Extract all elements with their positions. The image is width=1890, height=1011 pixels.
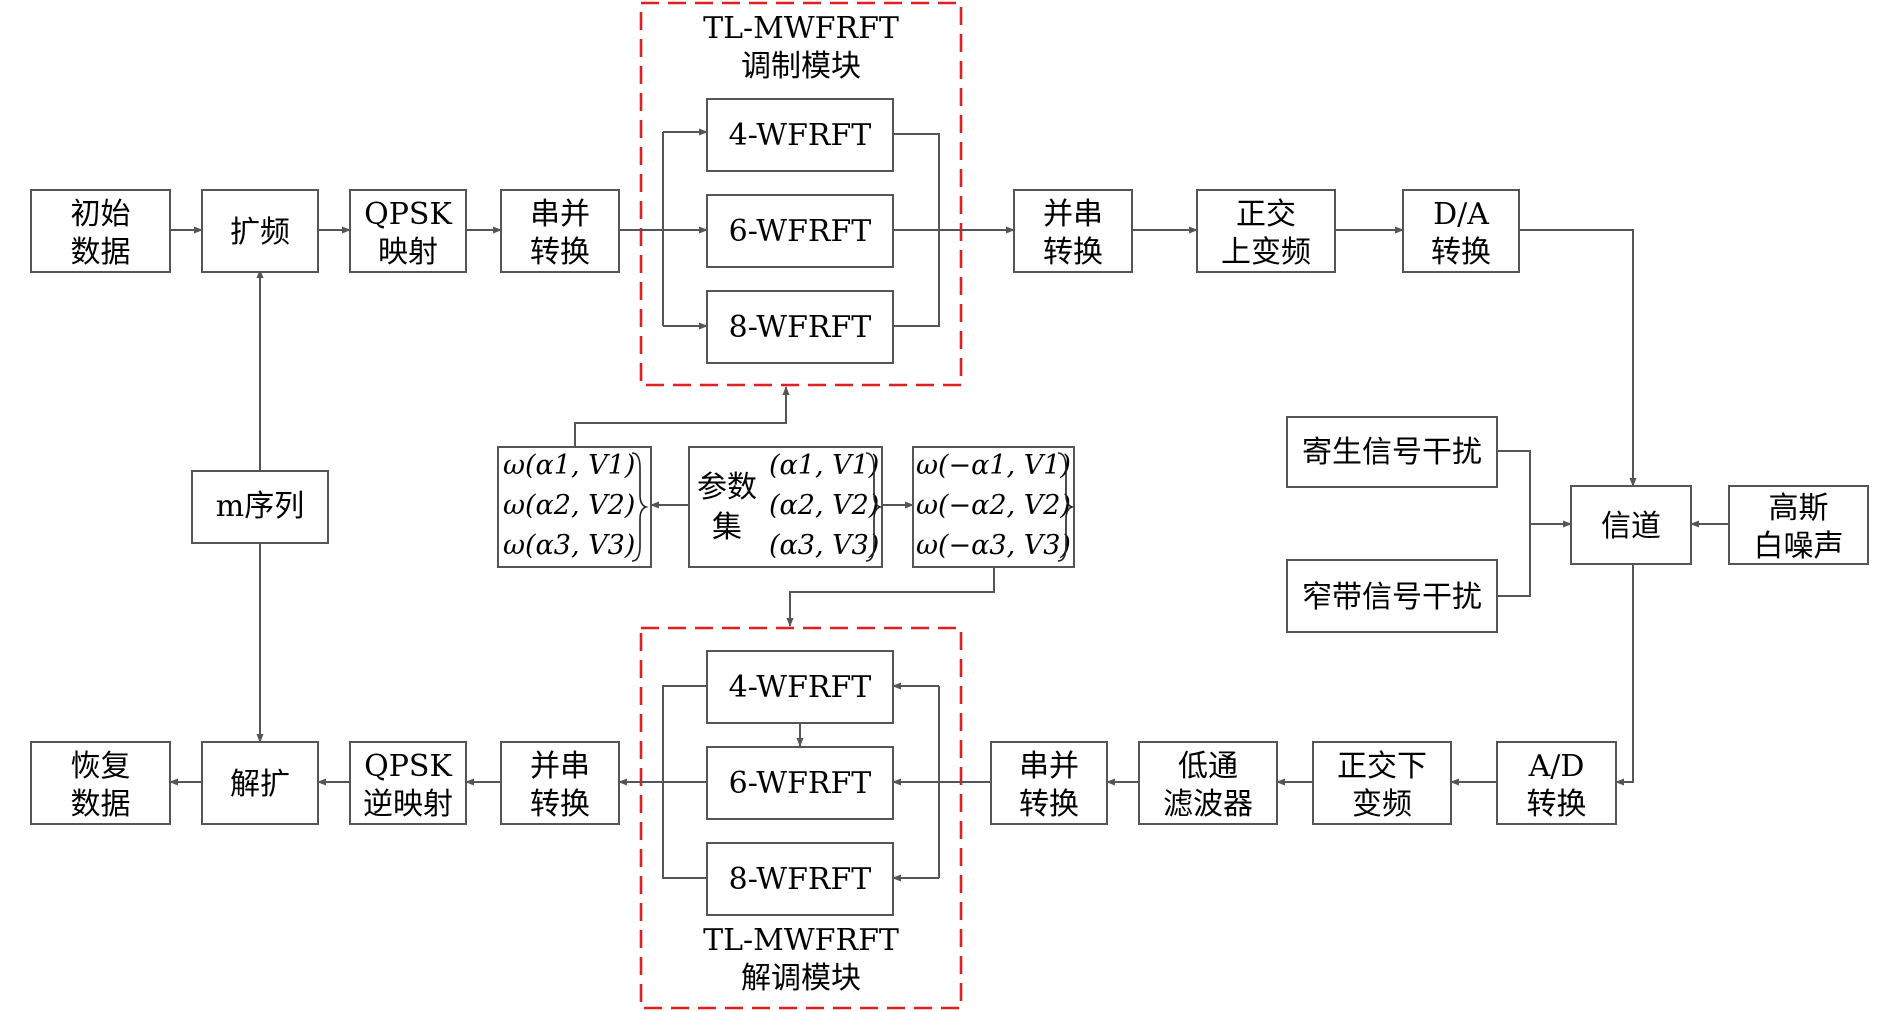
block-spread-spectrum: 扩频 <box>201 189 319 273</box>
demodulator-title-line1: TL-MWFRFT <box>703 923 899 958</box>
block-channel: 信道 <box>1570 485 1692 565</box>
block-quadrature-upconvert: 正交 上变频 <box>1196 189 1336 273</box>
parameter-set-label-line2: 集 <box>712 510 742 545</box>
block-narrowband-interference: 窄带信号干扰 <box>1286 559 1498 633</box>
demod-branch-4wfrft-label: 4-WFRFT <box>729 670 872 705</box>
block-initial-data-line2: 数据 <box>71 235 131 270</box>
block-gaussian-noise: 高斯 白噪声 <box>1728 485 1869 565</box>
block-quaddown-line2: 变频 <box>1352 787 1412 822</box>
block-recovered-data: 恢复 数据 <box>30 741 171 825</box>
modulator-title-line1: TL-MWFRFT <box>703 11 899 46</box>
param-set-brace <box>865 452 883 562</box>
block-m-sequence-label: m序列 <box>216 489 304 524</box>
block-initial-data-line1: 初始 <box>71 197 131 232</box>
block-serial-to-parallel-tx: 串并 转换 <box>500 189 620 273</box>
param-set-1: (α1, V1) <box>769 450 879 481</box>
block-sp-tx-line2: 转换 <box>530 235 590 270</box>
arrow-omega-pos-to-modulator <box>574 386 790 447</box>
block-ps-tx-line1: 并串 <box>1043 197 1103 232</box>
arrow-da-to-channel <box>1519 229 1637 487</box>
block-qpsk-mapping-line2: 映射 <box>378 235 438 270</box>
param-set-3: (α3, V3) <box>769 530 879 561</box>
demod-branch-6wfrft: 6-WFRFT <box>706 746 894 820</box>
omega-pos-brace <box>631 452 649 562</box>
block-lowpass-filter: 低通 滤波器 <box>1138 741 1278 825</box>
mod-branch-8wfrft: 8-WFRFT <box>706 290 894 364</box>
block-parasitic-label: 寄生信号干扰 <box>1302 435 1482 470</box>
block-da-line1: D/A <box>1433 197 1489 232</box>
block-parallel-to-serial-tx: 并串 转换 <box>1013 189 1133 273</box>
block-gauss-line1: 高斯 <box>1769 491 1829 526</box>
block-da-line2: 转换 <box>1431 235 1491 270</box>
omega-neg-1: ω(−α1, V1) <box>916 450 1071 481</box>
block-sp-rx-line1: 串并 <box>1019 749 1079 784</box>
block-qpsk-demapping: QPSK 逆映射 <box>349 741 467 825</box>
block-sp-rx-line2: 转换 <box>1019 787 1079 822</box>
omega-neg-brace <box>1057 452 1075 562</box>
block-m-sequence: m序列 <box>191 470 329 544</box>
modulator-title-line2: 调制模块 <box>741 49 861 84</box>
omega-neg-3: ω(−α3, V3) <box>916 530 1071 561</box>
block-qpsk-demap-line1: QPSK <box>364 749 452 784</box>
block-quaddown-line1: 正交下 <box>1337 749 1427 784</box>
block-despread: 解扩 <box>201 741 319 825</box>
block-ps-tx-line2: 转换 <box>1043 235 1103 270</box>
block-lpf-line2: 滤波器 <box>1163 787 1253 822</box>
omega-neg-2: ω(−α2, V2) <box>916 490 1071 521</box>
parameter-set: 参数 集 (α1, V1) (α2, V2) (α3, V3) <box>688 446 883 568</box>
block-sp-tx-line1: 串并 <box>530 197 590 232</box>
mod-branch-6wfrft: 6-WFRFT <box>706 194 894 268</box>
block-ad-line1: A/D <box>1528 749 1585 784</box>
omega-pos-1: ω(α1, V1) <box>503 450 635 481</box>
block-ad-line2: 转换 <box>1527 787 1587 822</box>
block-ps-rx-line1: 并串 <box>530 749 590 784</box>
block-qpsk-demap-line2: 逆映射 <box>363 787 453 822</box>
block-initial-data: 初始 数据 <box>30 189 171 273</box>
mod-branch-4wfrft-label: 4-WFRFT <box>729 118 872 153</box>
block-quadrature-downconvert: 正交下 变频 <box>1312 741 1452 825</box>
block-lpf-line1: 低通 <box>1178 749 1238 784</box>
demod-branch-8wfrft-label: 8-WFRFT <box>729 862 872 897</box>
arrow-channel-to-ad <box>1615 564 1634 786</box>
block-da-converter: D/A 转换 <box>1402 189 1520 273</box>
block-qpsk-mapping-line1: QPSK <box>364 197 452 232</box>
mod-branch-6wfrft-label: 6-WFRFT <box>729 214 872 249</box>
block-quadup-line2: 上变频 <box>1221 235 1311 270</box>
demod-branch-8wfrft: 8-WFRFT <box>706 842 894 916</box>
block-serial-to-parallel-rx: 串并 转换 <box>990 741 1108 825</box>
demod-branch-4wfrft: 4-WFRFT <box>706 650 894 724</box>
param-set-2: (α2, V2) <box>769 490 879 521</box>
parameter-set-label-line1: 参数 <box>697 470 757 505</box>
block-spread-label: 扩频 <box>230 215 290 250</box>
demodulator-title-line2: 解调模块 <box>741 961 861 996</box>
block-recover-line1: 恢复 <box>71 749 131 784</box>
block-recover-line2: 数据 <box>71 787 131 822</box>
block-ps-rx-line2: 转换 <box>530 787 590 822</box>
arrow-omega-neg-to-demodulator <box>786 568 995 627</box>
omega-pos-3: ω(α3, V3) <box>503 530 635 561</box>
mod-branch-4wfrft: 4-WFRFT <box>706 98 894 172</box>
demod-branch-6wfrft-label: 6-WFRFT <box>729 766 872 801</box>
block-despread-label: 解扩 <box>230 767 290 802</box>
block-parallel-to-serial-rx: 并串 转换 <box>500 741 620 825</box>
mod-branch-8wfrft-label: 8-WFRFT <box>729 310 872 345</box>
block-qpsk-mapping: QPSK 映射 <box>349 189 467 273</box>
omega-negative-params: ω(−α1, V1) ω(−α2, V2) ω(−α3, V3) <box>912 446 1075 568</box>
block-parasitic-interference: 寄生信号干扰 <box>1286 416 1498 488</box>
block-ad-converter: A/D 转换 <box>1496 741 1617 825</box>
wire-interference-merge <box>1497 450 1531 597</box>
omega-pos-2: ω(α2, V2) <box>503 490 635 521</box>
omega-positive-params: ω(α1, V1) ω(α2, V2) ω(α3, V3) <box>497 446 652 568</box>
block-gauss-line2: 白噪声 <box>1754 529 1844 564</box>
block-quadup-line1: 正交 <box>1236 197 1296 232</box>
block-channel-label: 信道 <box>1601 509 1661 544</box>
block-narrowband-label: 窄带信号干扰 <box>1302 580 1482 615</box>
